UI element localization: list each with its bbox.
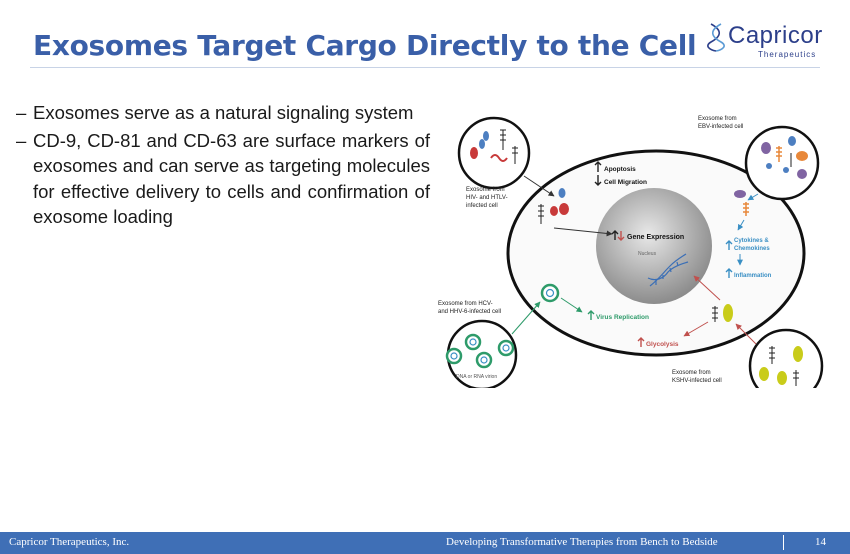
hiv-label: Exosome from HIV- and HTLV- infected cel…	[466, 187, 508, 209]
hcv-virion-core	[545, 288, 555, 298]
ebv-signal-arrow	[737, 219, 745, 231]
bullet-marker: –	[16, 102, 27, 123]
svg-text:Inflammation: Inflammation	[734, 273, 772, 279]
exosome-cell-diagram: Nucleus Gene Expression Apoptosis Cell M…	[438, 116, 824, 388]
bullet-text: Exosomes serve as a natural signaling sy…	[33, 102, 414, 123]
dna-icon	[647, 253, 689, 287]
virion-cores	[450, 338, 510, 364]
footer-company: Capricor Therapeutics, Inc.	[9, 536, 130, 548]
nucleus-label: Nucleus	[638, 251, 657, 257]
cytokines-label: Cytokines & Chemokines	[725, 238, 770, 252]
kshv-cargo-icon	[759, 346, 803, 386]
kshv-entry-arrow	[735, 323, 757, 345]
svg-text:EBV-infected cell: EBV-infected cell	[698, 124, 743, 130]
svg-text:Exosome from: Exosome from	[672, 370, 711, 376]
gene-expression-label: Gene Expression	[611, 230, 684, 241]
ebv-label: Exosome from EBV-infected cell	[698, 116, 743, 130]
bullet-text: CD-9, CD-81 and CD-63 are surface marker…	[33, 129, 430, 228]
svg-text:and HHV-6-infected cell: and HHV-6-infected cell	[438, 309, 501, 315]
inflammation-label: Inflammation	[725, 268, 772, 279]
svg-text:Glycolysis: Glycolysis	[646, 341, 679, 348]
svg-text:KSHV-infected cell: KSHV-infected cell	[672, 378, 722, 384]
virion-icons	[445, 333, 515, 369]
ebv-exosome-vesicle	[744, 125, 820, 201]
hcv-label: Exosome from HCV- and HHV-6-infected cel…	[438, 301, 501, 315]
dna-helix-logo-icon	[707, 23, 725, 52]
hcv-virion-in-cell	[540, 283, 560, 303]
svg-text:Exosome from: Exosome from	[698, 116, 737, 122]
virion-label: DNA or RNA virion	[456, 374, 497, 380]
hiv-cargo-in-cell	[538, 188, 569, 224]
nucleus	[596, 188, 712, 304]
ebv-entry-arrow	[747, 193, 759, 201]
bullet-item: –Exosomes serve as a natural signaling s…	[16, 100, 430, 126]
capricor-logo: Capricor Therapeutics	[706, 20, 826, 66]
svg-text:infected cell: infected cell	[466, 203, 498, 209]
apoptosis-label: Apoptosis	[594, 161, 636, 173]
logo-subtitle: Therapeutics	[758, 50, 817, 59]
logo-name: Capricor	[728, 22, 823, 49]
svg-text:Apoptosis: Apoptosis	[604, 166, 636, 173]
bullet-item: –CD-9, CD-81 and CD-63 are surface marke…	[16, 128, 430, 230]
page-number: 14	[815, 536, 826, 548]
hcv-entry-arrow	[511, 301, 541, 335]
kshv-cargo-in-cell	[712, 304, 733, 322]
svg-text:Gene Expression: Gene Expression	[627, 234, 684, 241]
kshv-gene-arrow	[693, 275, 721, 301]
slide-title: Exosomes Target Cargo Directly to the Ce…	[33, 29, 697, 62]
svg-text:Exosome from: Exosome from	[466, 187, 505, 193]
svg-text:Cell Migration: Cell Migration	[604, 179, 647, 186]
footer-tagline: Developing Transformative Therapies from…	[446, 536, 718, 548]
svg-text:Chemokines: Chemokines	[734, 246, 770, 252]
virus-replication-arrow	[560, 297, 583, 313]
bullet-list: –Exosomes serve as a natural signaling s…	[16, 100, 430, 232]
footer-bar: Capricor Therapeutics, Inc. Developing T…	[0, 532, 850, 554]
svg-text:Exosome from HCV-: Exosome from HCV-	[438, 301, 493, 307]
cell-migration-label: Cell Migration	[594, 175, 647, 186]
hiv-entry-arrow	[523, 175, 555, 197]
title-divider	[30, 67, 820, 68]
glycolysis-label: Glycolysis	[637, 337, 679, 348]
svg-text:HIV- and HTLV-: HIV- and HTLV-	[466, 195, 508, 201]
hiv-exosome-vesicle	[457, 116, 531, 190]
bullet-marker: –	[16, 129, 27, 151]
svg-text:Cytokines &: Cytokines &	[734, 238, 769, 244]
footer-separator	[783, 535, 784, 550]
glycolysis-arrow	[683, 321, 709, 337]
gene-expression-arrow	[553, 227, 613, 237]
ebv-cargo-in-cell	[734, 190, 749, 216]
ebv-cargo-icon	[761, 136, 808, 179]
hiv-cargo-icon	[470, 129, 518, 164]
kshv-label: Exosome from KSHV-infected cell	[672, 370, 722, 384]
svg-text:Virus Replication: Virus Replication	[596, 314, 649, 321]
virus-replication-label: Virus Replication	[587, 310, 649, 321]
